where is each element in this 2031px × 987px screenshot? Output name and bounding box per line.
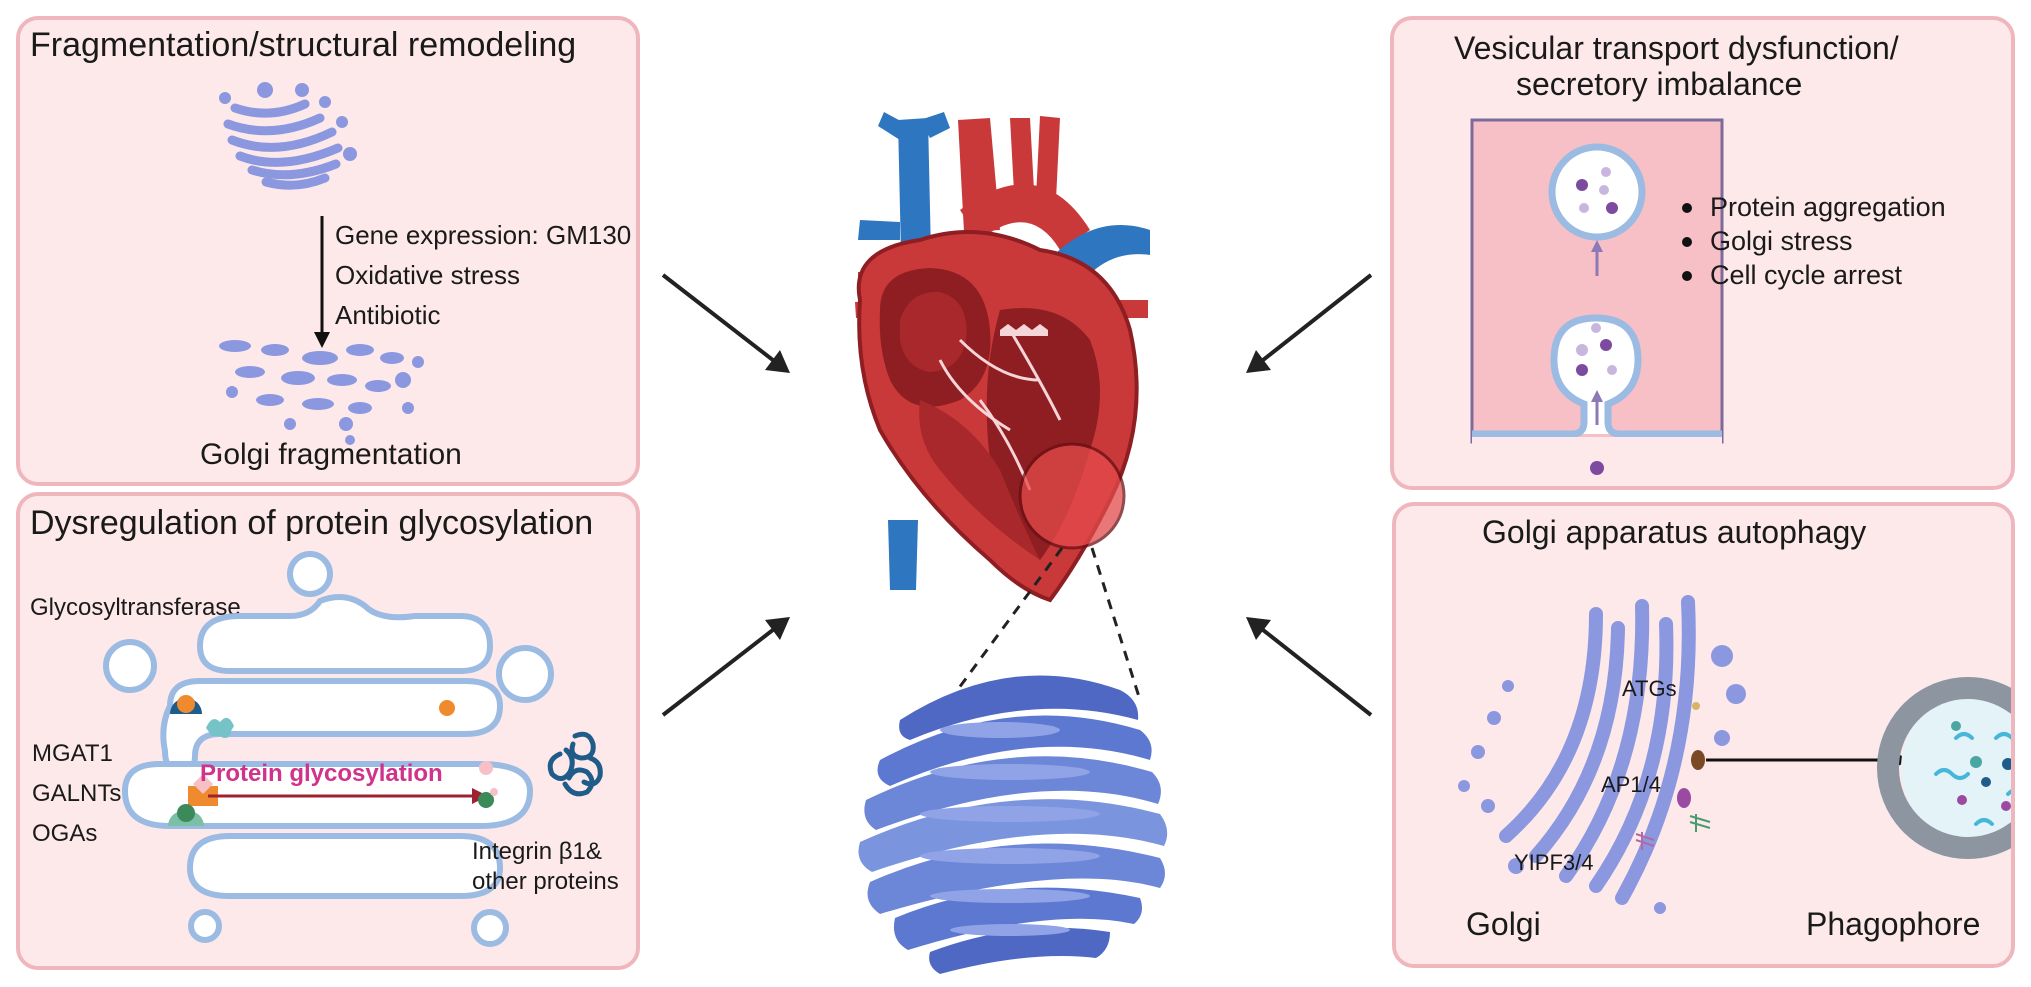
golgi-cisternae-diagram [103,551,603,947]
golgi-stack-icon [219,82,357,190]
yipf-label: YIPF3/4 [1514,850,1594,875]
vesicle-budding-diagram [1470,118,1724,477]
golgi-apparatus-icon [858,675,1168,974]
cause-oxidative-stress: Oxidative stress [335,260,520,290]
protein-glycosylation-label: Protein glycosylation [200,760,443,787]
phagophore-icon [1877,677,2011,859]
fragmented-golgi-icon [219,340,424,445]
bullet-list-marks [1682,203,1692,281]
zoom-circle [1018,442,1126,550]
enzyme-ogas: OGAs [32,820,98,847]
vesicular-title-line1: Vesicular transport dysfunction/ [1454,30,1899,66]
bullet-cell-cycle-arrest: Cell cycle arrest [1710,260,1903,290]
cause-antibiotic: Antibiotic [335,300,441,330]
glycosyltransferase-label: Glycosyltransferase [30,594,241,621]
phagophore-label: Phagophore [1806,906,1981,942]
bullet-protein-aggregation: Protein aggregation [1710,192,1946,222]
golgi-icon [1499,595,1696,905]
target-integrin: Integrin β1& [472,838,602,865]
bullet-golgi-stress: Golgi stress [1710,226,1853,256]
golgi-label: Golgi [1466,906,1541,942]
fragmentation-panel: Fragmentation/structural remodeling Gene… [16,16,640,486]
fragmentation-title: Fragmentation/structural remodeling [30,26,577,64]
target-other-proteins: other proteins [472,868,619,895]
protein-icon [547,731,603,797]
glycosylation-title: Dysregulation of protein glycosylation [30,504,594,542]
autophagy-title: Golgi apparatus autophagy [1482,514,1867,550]
golgi-fragmentation-label: Golgi fragmentation [200,438,462,471]
glycosylation-panel: Dysregulation of protein glycosylation G… [16,492,640,970]
cause-gene-expression: Gene expression: GM130 [335,220,632,250]
arrows [661,273,1373,717]
ap-label: AP1/4 [1601,772,1661,797]
enzyme-galnts: GALNTs [32,780,122,807]
vessels [855,112,1150,590]
enzyme-mgat1: MGAT1 [32,740,113,767]
atgs-label: ATGs [1622,676,1677,701]
fragmentation-arrow [314,216,330,348]
vesicular-title-line2: secretory imbalance [1516,66,1803,102]
golgi-autophagy-diagram [1458,595,2011,914]
autophagy-panel: Golgi apparatus autophagy [1392,502,2015,968]
vesicular-panel: Vesicular transport dysfunction/ secreto… [1390,16,2015,490]
